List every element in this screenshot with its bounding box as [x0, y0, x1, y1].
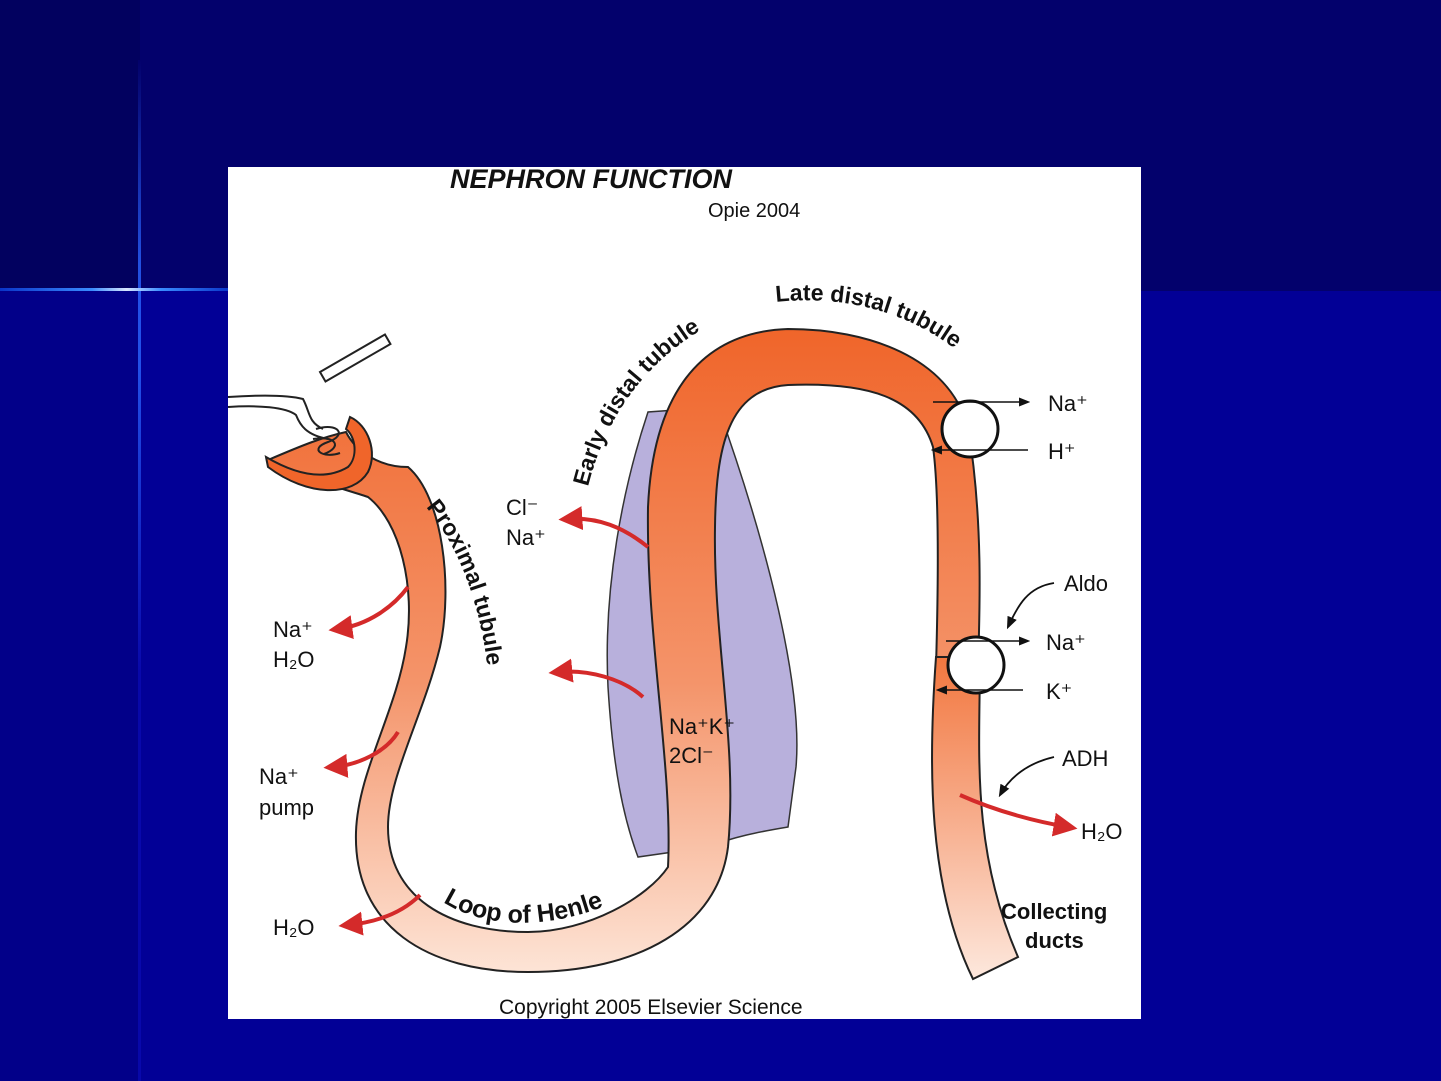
- ion-adh: ADH: [1062, 746, 1108, 771]
- diagram-title: NEPHRON FUNCTION: [450, 167, 732, 194]
- decorative-horizontal-line: [0, 288, 230, 291]
- ion-na-prox: Na⁺: [273, 617, 313, 642]
- collecting-duct: [932, 657, 1018, 979]
- ion-na-late: Na⁺: [1048, 391, 1088, 416]
- ion-na-pump-1: Na⁺: [259, 764, 299, 789]
- ion-na-early: Na⁺: [506, 525, 546, 550]
- decorative-vertical-line: [138, 60, 141, 1081]
- ion-cl: Cl⁻: [506, 495, 538, 520]
- label-loop-henle: Loop of Henle: [440, 883, 606, 929]
- ion-k-aldo: K⁺: [1046, 679, 1072, 704]
- adh-arrow: [1000, 757, 1054, 795]
- ion-h-late: H⁺: [1048, 439, 1076, 464]
- diagram-copyright: Copyright 2005 Elsevier Science: [499, 996, 803, 1019]
- nephron-diagram: NEPHRON FUNCTION Opie 2004 Early distal …: [228, 167, 1141, 1019]
- nephron-diagram-svg: NEPHRON FUNCTION Opie 2004 Early distal …: [228, 167, 1141, 1019]
- ion-h2o-loop: H₂O: [273, 915, 315, 940]
- aldo-arrow: [1008, 583, 1054, 627]
- arrow-prox-na-h2o: [338, 587, 408, 629]
- ion-na-pump-2: pump: [259, 795, 314, 820]
- ion-h2o-prox: H₂O: [273, 647, 315, 672]
- ion-2cl: 2Cl⁻: [669, 743, 714, 768]
- ion-nak: Na⁺K⁺: [669, 714, 735, 739]
- label-collecting-2: ducts: [1025, 928, 1084, 953]
- label-collecting-1: Collecting: [1001, 899, 1107, 924]
- ion-h2o-collecting: H₂O: [1081, 819, 1123, 844]
- diagram-source: Opie 2004: [708, 200, 800, 222]
- ion-aldo: Aldo: [1064, 571, 1108, 596]
- slide-left-strip-top: [0, 0, 140, 291]
- ion-na-aldo: Na⁺: [1046, 630, 1086, 655]
